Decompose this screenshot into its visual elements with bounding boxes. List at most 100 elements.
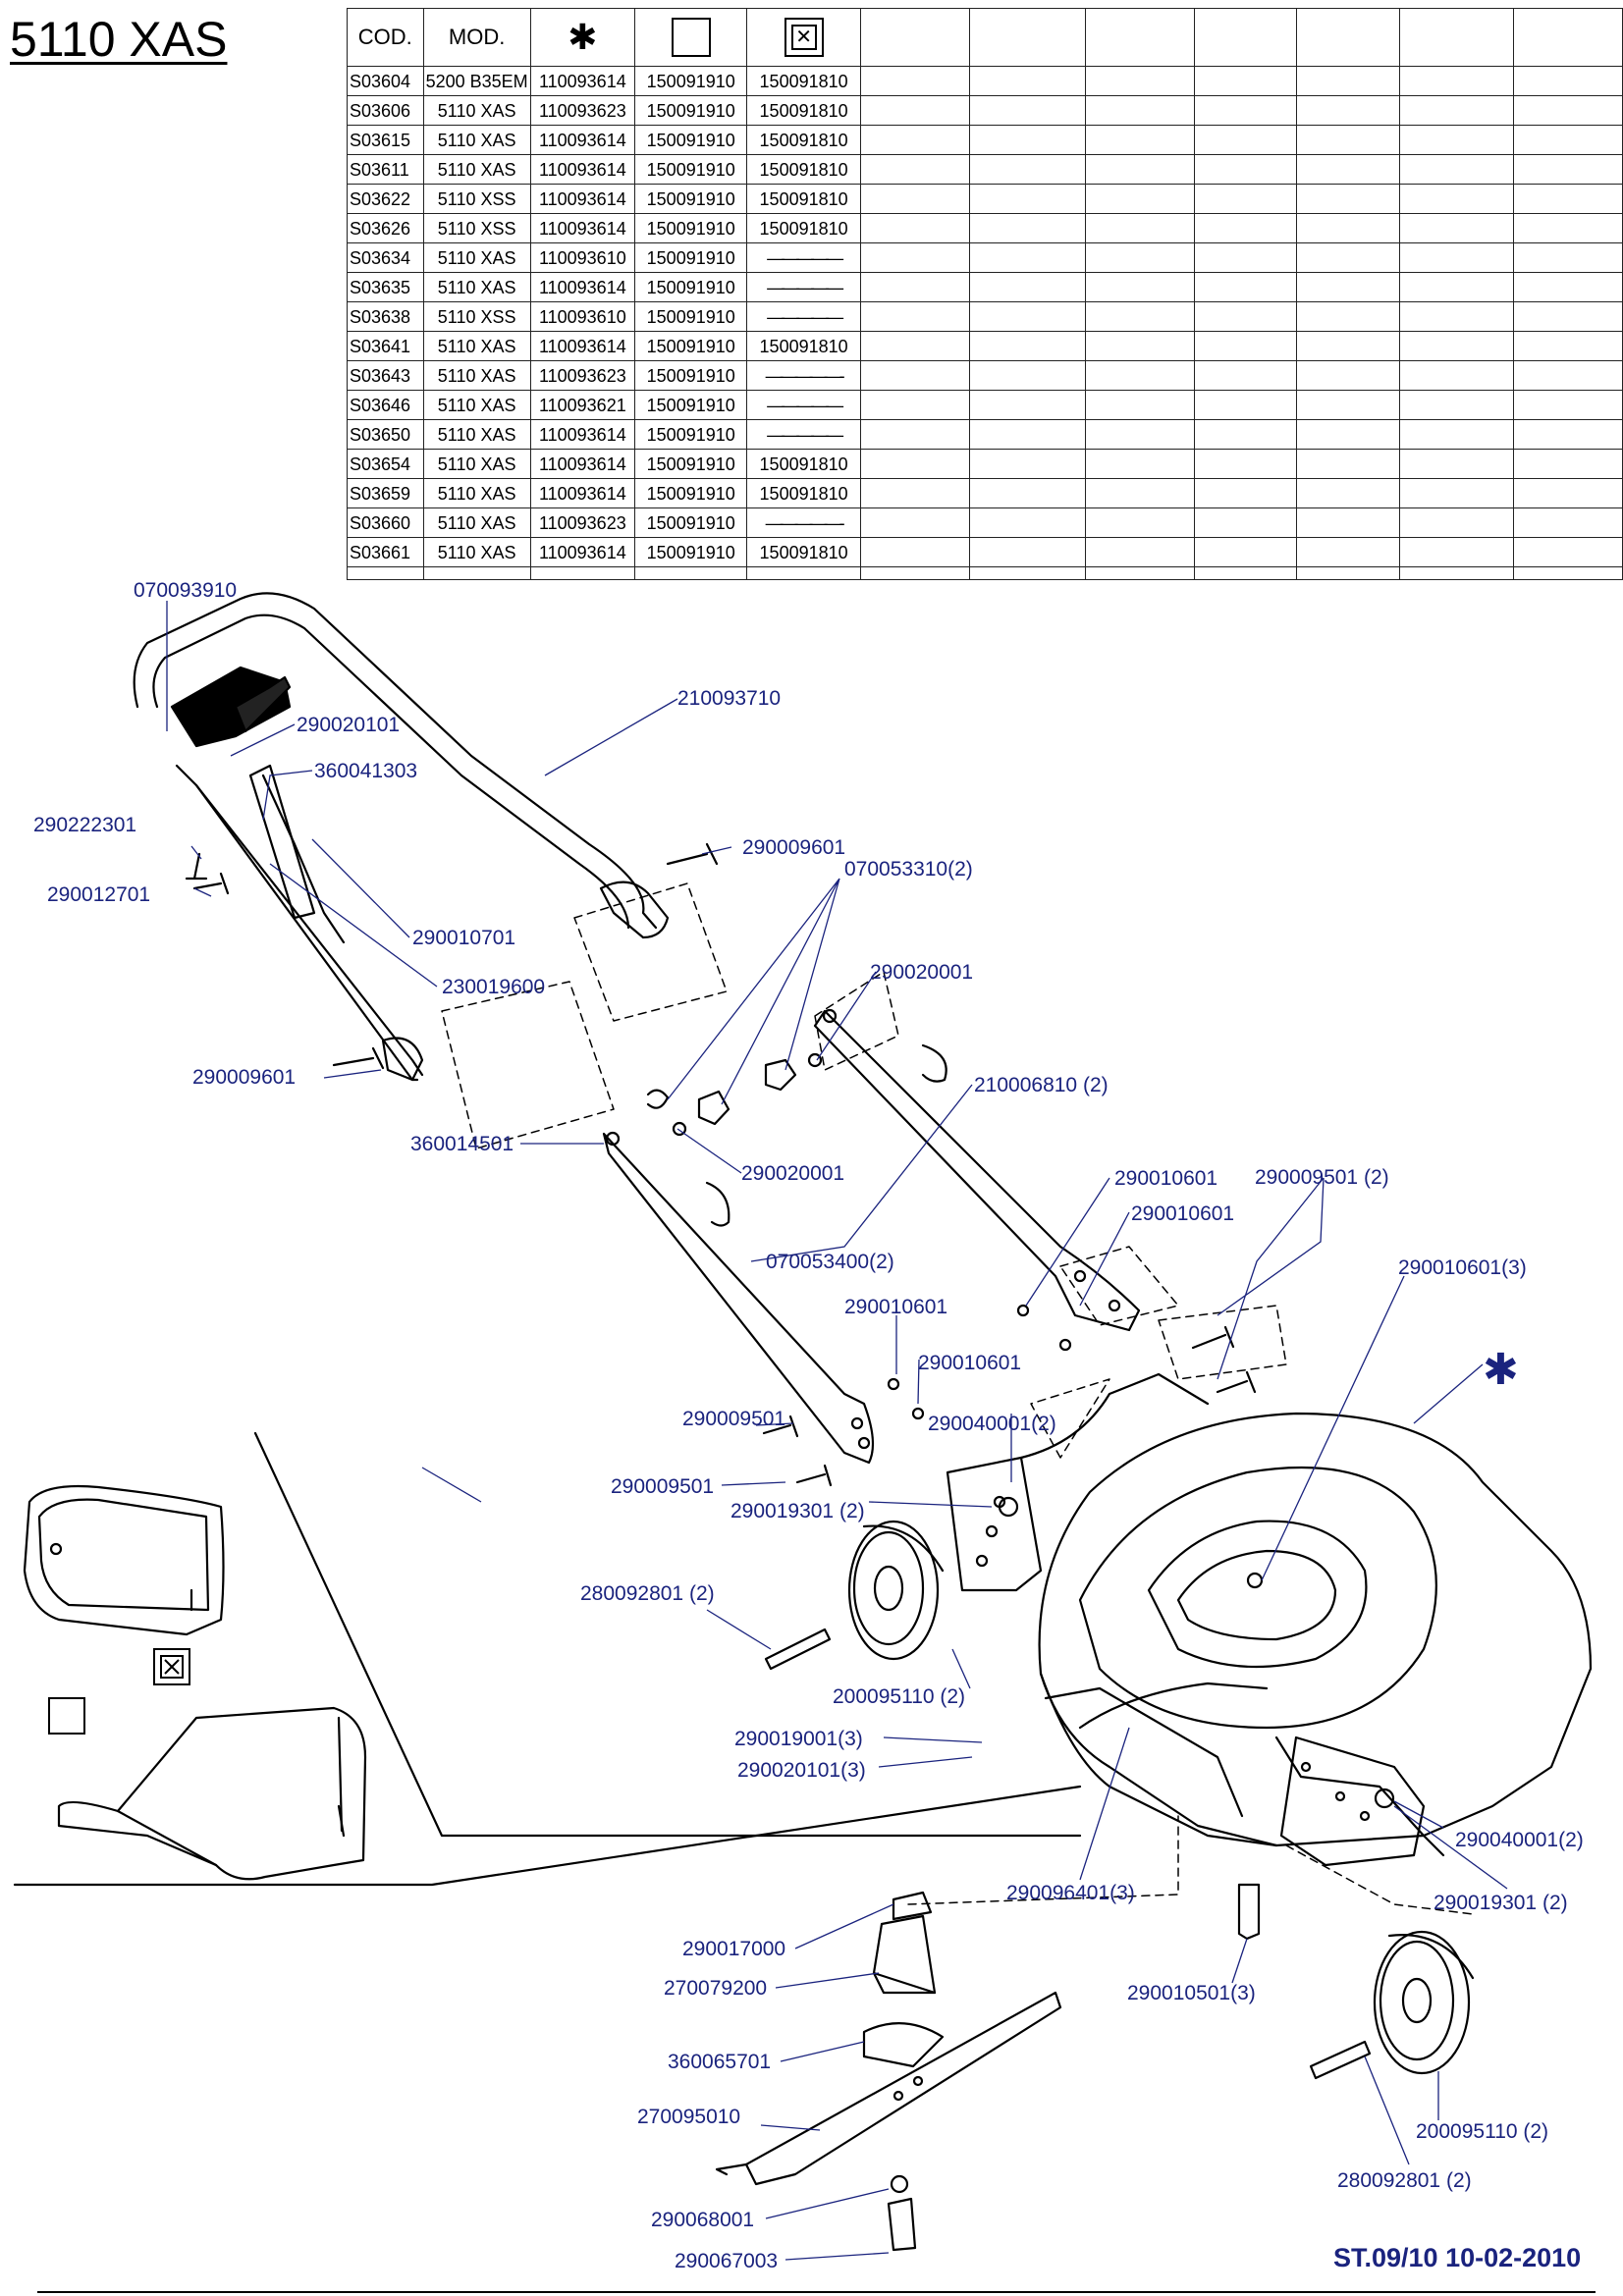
cell-box: 150091910	[633, 419, 748, 450]
part-label: 070053310(2)	[844, 858, 973, 881]
cell-empty	[746, 566, 861, 580]
cell-box: 150091910	[633, 301, 748, 332]
x-box-icon	[153, 1648, 190, 1685]
cell-empty	[859, 331, 970, 361]
part-label: 280092801 (2)	[580, 1582, 715, 1605]
empty-box-icon	[48, 1697, 85, 1735]
part-label: 290009601	[742, 836, 845, 859]
part-label: 290009501	[682, 1408, 785, 1430]
part-label: 290010601	[918, 1352, 1021, 1374]
cell-empty	[1084, 184, 1195, 214]
header-empty	[1512, 8, 1623, 67]
cell-star: 110093614	[529, 272, 636, 302]
footer-reference: ST.09/10 10-02-2010	[1333, 2243, 1582, 2272]
cell-empty	[968, 154, 1086, 185]
part-label: 070053400(2)	[766, 1251, 894, 1273]
empty-box-icon	[671, 18, 711, 57]
cell-cod: S03615	[347, 125, 424, 155]
cell-xbox: 150091810	[746, 184, 861, 214]
x-box-icon: ✕	[784, 18, 824, 57]
cell-box: 150091910	[633, 331, 748, 361]
rear-flap	[57, 1706, 367, 1881]
cell-cod: S03638	[347, 301, 424, 332]
cell-empty	[968, 360, 1086, 391]
cell-empty	[1295, 242, 1401, 273]
cell-mod: 5110 XAS	[422, 507, 531, 538]
part-label: 210093710	[677, 687, 781, 710]
cell-cod: S03650	[347, 419, 424, 450]
cell-empty	[1193, 566, 1297, 580]
cell-empty	[1295, 537, 1401, 567]
part-label: 270095010	[637, 2106, 740, 2128]
part-label: 360041303	[314, 760, 417, 782]
part-label: 290010701	[412, 927, 515, 949]
part-label: 290020001	[741, 1162, 844, 1185]
cell-star: 110093614	[529, 66, 636, 96]
blade-assembly	[715, 1891, 1062, 2252]
cell-xbox: —————	[746, 419, 861, 450]
cell-empty	[1399, 125, 1514, 155]
part-label: 290040001(2)	[928, 1413, 1056, 1435]
part-label: 290012701	[47, 883, 150, 906]
cell-mod: 5110 XAS	[422, 242, 531, 273]
cell-empty	[859, 213, 970, 243]
part-label: 290019301 (2)	[730, 1500, 865, 1522]
cell-cod: S03604	[347, 66, 424, 96]
cell-empty	[1399, 154, 1514, 185]
header-star: ✱	[529, 8, 636, 67]
cell-empty	[968, 478, 1086, 508]
cell-star: 110093614	[529, 213, 636, 243]
part-label: 290009601	[192, 1066, 296, 1089]
part-label: 290068001	[651, 2209, 754, 2231]
cell-box: 150091910	[633, 272, 748, 302]
part-label: 200095110 (2)	[1416, 2120, 1548, 2143]
cell-star: 110093621	[529, 390, 636, 420]
cell-empty	[1512, 360, 1623, 391]
cell-empty	[1084, 390, 1195, 420]
knob	[764, 1058, 797, 1092]
cell-cod: S03654	[347, 449, 424, 479]
cell-empty	[1084, 478, 1195, 508]
part-label: 230019600	[442, 976, 545, 998]
cell-empty	[1399, 507, 1514, 538]
cell-star: 110093614	[529, 419, 636, 450]
cell-empty	[859, 184, 970, 214]
cell-empty	[1295, 390, 1401, 420]
table-header-row: COD. MOD. ✱ ✕	[347, 8, 1623, 67]
cell-box: 150091910	[633, 478, 748, 508]
part-label: 210006810 (2)	[974, 1074, 1109, 1096]
cell-empty	[1399, 566, 1514, 580]
part-label: 290009501	[611, 1475, 714, 1498]
header-empty	[968, 8, 1086, 67]
cell-empty	[968, 125, 1086, 155]
cell-xbox: —————	[746, 390, 861, 420]
cell-mod: 5110 XAS	[422, 125, 531, 155]
cell-box: 150091910	[633, 66, 748, 96]
part-label: 360065701	[668, 2051, 771, 2073]
cell-box: 150091910	[633, 95, 748, 126]
cell-empty	[859, 360, 970, 391]
cell-empty	[859, 537, 970, 567]
cell-empty	[859, 419, 970, 450]
part-label: 290010601	[1131, 1202, 1234, 1225]
cell-empty	[1193, 242, 1297, 273]
cell-empty	[859, 125, 970, 155]
cell-empty	[1193, 184, 1297, 214]
cell-star: 110093623	[529, 95, 636, 126]
page-title: 5110 XAS	[10, 12, 228, 67]
part-label: 360014501	[410, 1133, 514, 1155]
cell-empty	[1193, 419, 1297, 450]
knob	[697, 1090, 730, 1126]
part-label: 290019001(3)	[734, 1728, 863, 1750]
cell-box: 150091910	[633, 154, 748, 185]
grass-bag	[23, 1484, 225, 1636]
mower-deck	[946, 1372, 1593, 1867]
cell-star: 110093614	[529, 125, 636, 155]
cell-empty	[968, 566, 1086, 580]
cell-star: 110093610	[529, 242, 636, 273]
